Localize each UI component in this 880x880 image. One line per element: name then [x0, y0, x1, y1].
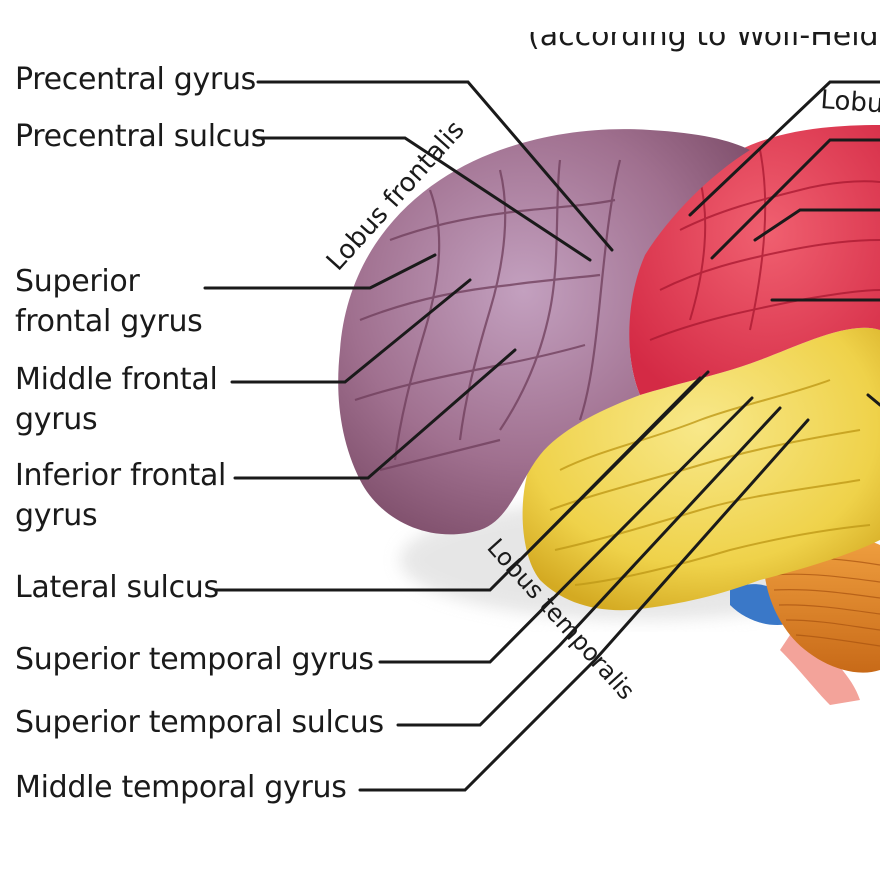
label-inferior-frontal-gyrus-line1: Inferior frontal	[15, 458, 227, 493]
lobe-label-parietal: Lobu	[820, 85, 880, 119]
leader-parietal-2	[710, 138, 880, 260]
leader-middle-temporal-gyrus	[358, 418, 810, 792]
leader-precentral-sulcus	[256, 136, 592, 262]
leader-superior-frontal-gyrus	[203, 253, 437, 290]
label-superior-temporal-gyrus: Superior temporal gyrus	[15, 642, 374, 677]
leader-inferior-frontal-gyrus	[233, 348, 517, 480]
leader-lines	[203, 80, 880, 792]
label-precentral-gyrus: Precentral gyrus	[15, 62, 256, 97]
diagram-title-fragment: (according to Wolf-Heid	[528, 18, 879, 53]
leader-middle-frontal-gyrus	[230, 278, 472, 384]
leader-precentral-gyrus	[256, 80, 614, 252]
leader-parietal-3	[753, 208, 880, 242]
label-middle-frontal-gyrus-line1: Middle frontal	[15, 362, 218, 397]
label-inferior-frontal-gyrus-line2: gyrus	[15, 498, 98, 533]
label-precentral-sulcus: Precentral sulcus	[15, 119, 267, 154]
label-lateral-sulcus: Lateral sulcus	[15, 570, 219, 605]
label-superior-frontal-gyrus-line2: frontal gyrus	[15, 304, 203, 339]
leader-temporal-extra	[528, 376, 702, 552]
label-middle-temporal-gyrus: Middle temporal gyrus	[15, 770, 347, 805]
label-superior-temporal-sulcus: Superior temporal sulcus	[15, 705, 384, 740]
leader-superior-temporal-gyrus	[378, 396, 754, 664]
label-middle-frontal-gyrus-line2: gyrus	[15, 402, 98, 437]
leader-parietal-1	[688, 80, 880, 217]
leader-superior-temporal-sulcus	[396, 406, 782, 727]
leader-right-1	[866, 393, 880, 407]
label-superior-frontal-gyrus-line1: Superior	[15, 264, 140, 299]
